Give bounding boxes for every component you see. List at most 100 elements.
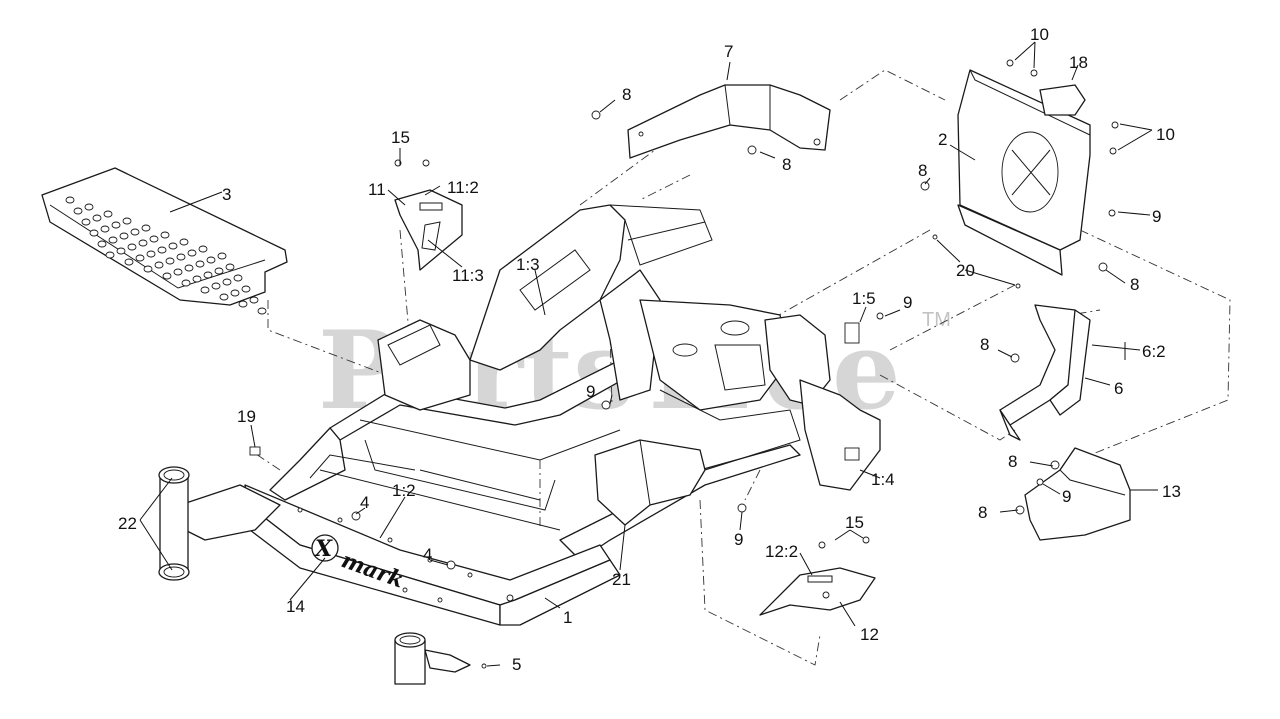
platform-perforations [65,196,267,315]
perforation-hole [179,238,189,246]
perforation-hole [200,286,210,294]
perforation-hole [233,274,243,282]
perforation-hole [211,282,221,290]
callout-12: 12 [860,625,879,644]
perforation-hole [92,214,102,222]
callout-8a: 8 [622,85,631,104]
perforation-hole [111,221,121,229]
front-pivot-tube [394,632,471,685]
callout-3: 3 [222,185,231,204]
perforation-hole [241,285,251,293]
callout-9c: 9 [586,382,595,401]
perforation-hole [119,232,129,240]
perforation-hole [176,253,186,261]
perforation-hole [116,247,126,255]
leader-lines [139,41,1158,667]
callout-7: 7 [724,42,733,61]
perforation-hole [181,279,191,287]
callout-2: 2 [938,130,947,149]
callout-1-5: 1:5 [852,289,876,308]
perforation-hole [84,203,94,211]
perforation-hole [187,249,197,257]
perforation-hole [73,207,83,215]
perforation-hole [157,246,167,254]
perforation-hole [238,300,248,308]
callout-18: 18 [1069,53,1088,72]
perforation-hole [214,267,224,275]
perforation-hole [222,278,232,286]
perforation-hole [198,245,208,253]
perforation-hole [257,307,267,315]
perforation-hole [108,236,118,244]
callout-14: 14 [286,597,305,616]
perforation-hole [81,218,91,226]
perforation-hole [143,265,153,273]
perforation-hole [154,261,164,269]
perforation-hole [249,296,259,304]
callout-1-3: 1:3 [516,255,540,274]
part-1-main-frame [244,204,881,626]
perforation-hole [192,275,202,283]
perforation-hole [100,225,110,233]
callout-11-2: 11:2 [447,178,479,197]
callout-8c: 8 [918,161,927,180]
perforation-hole [203,271,213,279]
callout-11-3: 11:3 [452,266,484,285]
callout-9d: 9 [1062,487,1071,506]
watermark-trademark: TM [922,309,951,331]
callout-11: 11 [368,180,386,199]
perforation-hole [195,260,205,268]
callout-15a: 15 [391,128,410,147]
callout-8b: 8 [782,155,791,174]
callout-8f: 8 [1008,452,1017,471]
perforation-hole [225,263,235,271]
callout-1-4: 1:4 [871,470,895,489]
callout-1: 1 [563,608,572,627]
callout-13: 13 [1162,482,1181,501]
callout-8d: 8 [1130,275,1139,294]
perforation-hole [97,240,107,248]
perforation-hole [149,235,159,243]
callout-8e: 8 [980,335,989,354]
callout-6-2: 6:2 [1142,342,1166,361]
callout-12-2: 12:2 [765,542,798,561]
perforation-hole [168,242,178,250]
perforation-hole [65,196,75,204]
perforation-hole [173,268,183,276]
part-6-bracket [999,304,1091,441]
callout-10b: 10 [1156,125,1175,144]
perforation-hole [130,228,140,236]
callout-4b: 4 [423,545,432,564]
callout-15b: 15 [845,513,864,532]
perforation-hole [217,252,227,260]
perforation-hole [184,264,194,272]
part-11-plate [394,189,463,271]
perforation-hole [105,251,115,259]
part-7-shield [627,84,831,159]
perforation-hole [160,231,170,239]
callout-5: 5 [512,655,521,674]
callout-9a: 9 [1152,207,1161,226]
perforation-hole [206,256,216,264]
perforation-hole [124,258,134,266]
part-12-plate [759,567,876,616]
hardware [249,59,1119,669]
part-2-engine-plate [957,69,1091,276]
callout-9b: 9 [903,293,912,312]
callout-6: 6 [1114,379,1123,398]
callout-20: 20 [956,261,975,280]
callout-10a: 10 [1030,25,1049,44]
callout-21: 21 [612,570,631,589]
part-3-platform [41,167,288,315]
perforation-hole [146,250,156,258]
perforation-hole [138,239,148,247]
callout-22: 22 [118,514,137,533]
callout-1-2: 1:2 [392,481,416,500]
perforation-hole [219,293,229,301]
part-13-cover [1024,447,1131,541]
callout-8g: 8 [978,503,987,522]
logo-initial: X [313,536,333,562]
perforation-hole [230,289,240,297]
callout-labels: 7 8 8 10 18 10 2 8 9 20 8 3 15 11 11:2 1… [118,25,1181,674]
callout-19: 19 [237,407,256,426]
